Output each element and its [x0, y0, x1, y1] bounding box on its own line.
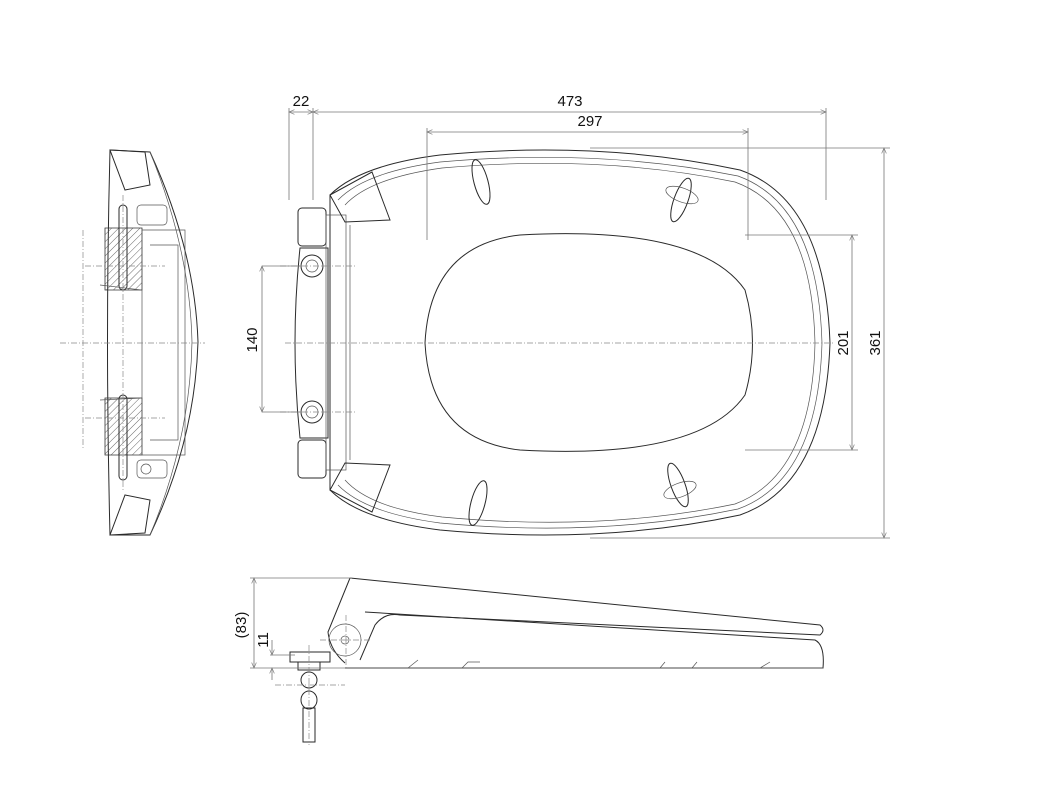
dim-overall-length: 473 — [557, 93, 582, 110]
side-section-view — [60, 149, 205, 536]
dim-hinge-spacing: 140 — [244, 327, 261, 352]
dim-mount-thickness: 11 — [255, 632, 272, 648]
dim-opening-width: 201 — [835, 330, 852, 355]
dim-overall-width: 361 — [867, 330, 884, 355]
side-elevation-view: (83) 11 — [233, 578, 824, 745]
dim-overall-height: (83) — [233, 612, 250, 639]
bumper — [468, 159, 699, 526]
dim-opening-length: 297 — [577, 113, 602, 130]
dimension-lines: 22 473 297 140 201 361 — [244, 93, 890, 538]
top-view — [280, 149, 835, 536]
dim-hinge-offset: 22 — [293, 93, 310, 110]
